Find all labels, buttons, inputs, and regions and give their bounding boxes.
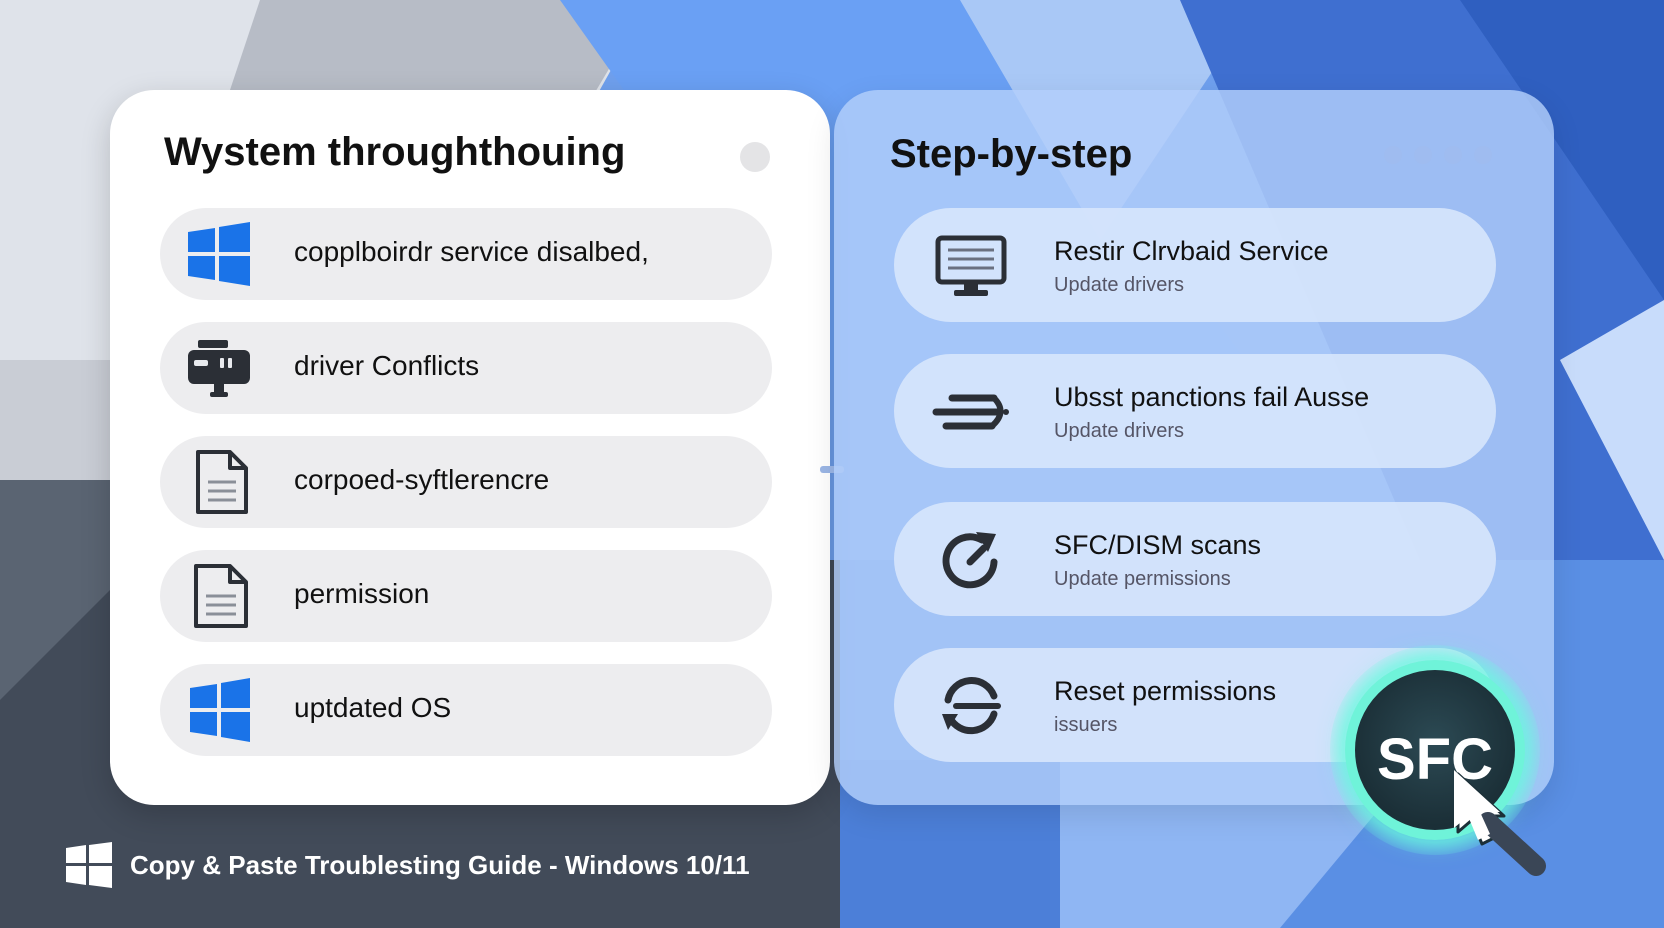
issue-item-permission[interactable]: permission [160, 550, 772, 642]
issue-item-clipboard-service[interactable]: copplboirdr service disalbed, [160, 208, 772, 300]
issue-item-outdated-os[interactable]: uptdated OS [160, 664, 772, 756]
issue-label: copplboirdr service disalbed, [294, 236, 649, 267]
issue-label: driver Conflicts [294, 350, 480, 381]
windows-logo-icon [190, 678, 250, 742]
reset-arrows-icon [942, 677, 1001, 735]
panel-dot-indicator [740, 142, 770, 172]
panel-connector [820, 466, 844, 473]
step-title: Restir Clrvbaid Service [1054, 236, 1329, 266]
step-title: Reset permissions [1054, 676, 1277, 706]
step-subtitle: Update permissions [1054, 568, 1231, 590]
issue-item-corrupted-files[interactable]: corpoed-syftlerencre [160, 436, 772, 528]
issue-item-driver-conflicts[interactable]: driver Conflicts [160, 322, 772, 414]
monitor-icon [935, 235, 1007, 296]
steps-panel: Step-by-step Restir Clrvbaid Service Upd… [834, 90, 1554, 805]
indicator-dot [1444, 146, 1462, 164]
causes-panel: Wystem throughthouing copplboirdr servic… [110, 90, 830, 805]
indicator-dot [1384, 146, 1402, 164]
step-item-functions[interactable]: Ubsst panctions fail Ausse Update driver… [894, 354, 1496, 468]
indicator-dot [1414, 146, 1432, 164]
indicator-dot [1474, 146, 1492, 164]
pointer-cursor-icon [1454, 770, 1546, 876]
step-subtitle: Update drivers [1054, 274, 1185, 296]
issue-label: uptdated OS [294, 692, 452, 723]
step-title: SFC/DISM scans [1054, 530, 1262, 560]
windows-logo-icon [66, 842, 112, 888]
document-icon [196, 450, 248, 514]
sfc-badge-label: SFC [1377, 727, 1493, 792]
speed-lines-icon [932, 394, 1009, 430]
windows-logo-icon [188, 222, 250, 286]
causes-panel-title: Wystem throughthouing [164, 130, 626, 174]
footer-title: Copy & Paste Troublesting Guide - Window… [130, 849, 750, 880]
step-item-restart-service[interactable]: Restir Clrvbaid Service Update drivers [894, 208, 1496, 322]
issue-label: corpoed-syftlerencre [294, 464, 550, 495]
refresh-icon [942, 532, 998, 589]
step-subtitle: issuers [1054, 714, 1118, 736]
issue-label: permission [294, 578, 430, 609]
step-item-sfc-dism[interactable]: SFC/DISM scans Update permissions [894, 502, 1496, 616]
hardware-device-icon [188, 340, 250, 397]
document-icon [194, 564, 248, 628]
footer-caption: Copy & Paste Troublesting Guide - Window… [66, 842, 750, 888]
steps-panel-title: Step-by-step [890, 132, 1133, 176]
panel-dots-indicator [1384, 146, 1492, 164]
step-subtitle: Update drivers [1054, 420, 1185, 442]
step-title: Ubsst panctions fail Ausse [1054, 382, 1370, 412]
